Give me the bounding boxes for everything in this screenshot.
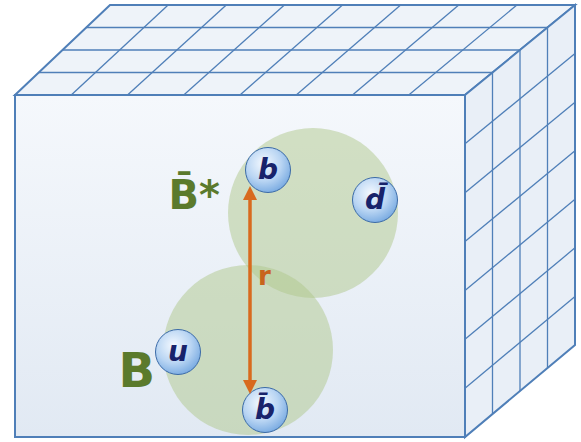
grid-line: [465, 151, 575, 242]
quark-circle: d̄: [352, 177, 398, 223]
separation-label: r: [258, 263, 271, 289]
grid-line: [547, 28, 548, 369]
quark-label: d̄: [365, 186, 385, 214]
quark-label: b: [258, 156, 278, 184]
quark-label: b̄: [255, 396, 275, 424]
grid-line: [519, 50, 520, 391]
distance-arrow: [248, 193, 252, 387]
grid-line: [409, 5, 517, 95]
grid-line: [128, 5, 227, 95]
meson-label: B̄*: [169, 173, 220, 217]
lattice-front-face: [15, 95, 465, 437]
grid-line: [465, 199, 575, 290]
grid-line: [184, 5, 285, 95]
grid-line: [465, 248, 575, 339]
grid-line: [296, 5, 400, 95]
grid-line: [465, 296, 575, 388]
grid-line: [71, 5, 168, 95]
grid-line: [492, 73, 493, 415]
grid-line: [240, 5, 343, 95]
quark-circle: u: [155, 329, 201, 375]
lattice-right-face: [465, 5, 575, 437]
grid-line: [465, 102, 575, 193]
quark-label: u: [168, 338, 188, 366]
grid-line: [465, 54, 575, 144]
meson-label: B: [118, 344, 155, 397]
grid-line: [353, 5, 459, 95]
quark-circle: b: [245, 147, 291, 193]
quark-circle: b̄: [242, 387, 288, 433]
meson-circle: Bub̄: [163, 265, 333, 435]
